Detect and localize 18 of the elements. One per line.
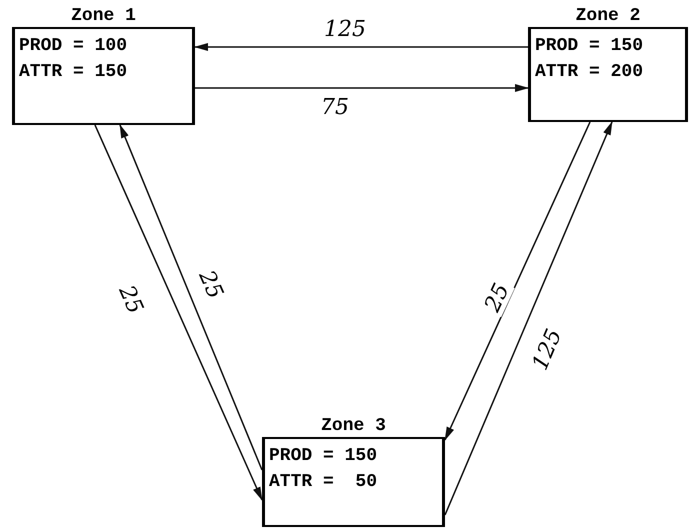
arrow: [444, 121, 613, 516]
zone-box: [262, 437, 445, 527]
zone-value: ATTR = 50: [269, 471, 378, 494]
arrow: [195, 84, 529, 92]
zone-value: PROD = 100: [19, 35, 128, 58]
zone-heading: Zone 2: [574, 5, 642, 27]
zone-heading: Zone 3: [320, 415, 387, 437]
zone-box: [528, 27, 688, 122]
arrow: [119, 124, 263, 470]
zone-value: PROD = 150: [535, 35, 644, 58]
zone-value: ATTR = 200: [535, 61, 644, 84]
zone-heading: Zone 1: [70, 5, 137, 27]
arrow: [94, 124, 263, 501]
arrow: [194, 43, 528, 51]
zone-box: [12, 27, 195, 125]
zone-value: PROD = 150: [269, 445, 378, 468]
arrow: [444, 122, 591, 441]
zone-value: ATTR = 150: [19, 61, 128, 84]
